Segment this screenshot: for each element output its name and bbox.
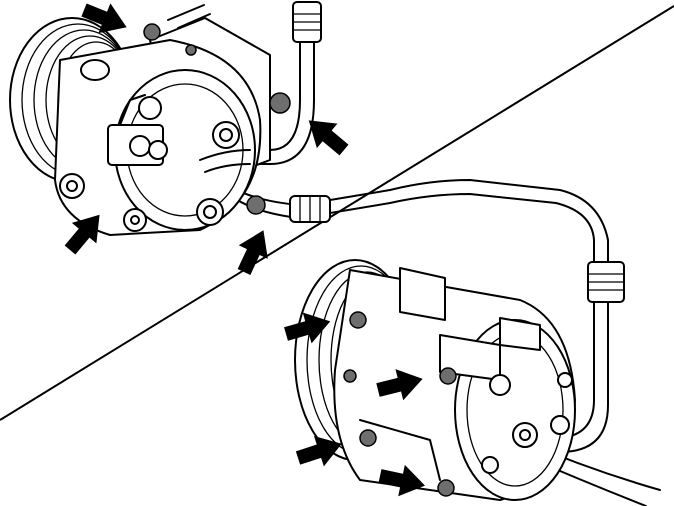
upper-compressor-view <box>9 0 609 279</box>
upper-hose-crimp-fitting <box>289 195 331 223</box>
upper-bolt-top-left <box>143 23 161 41</box>
upper-callout-arrow-bracket-bolt <box>298 108 355 163</box>
lower-bolt-side <box>343 369 357 383</box>
upper-bolt-small <box>185 44 197 56</box>
upper-electrical-connector <box>107 94 168 166</box>
lower-compressor-body <box>333 267 576 501</box>
lower-line-fitting <box>587 261 625 303</box>
lower-bolt-bottom <box>437 479 455 497</box>
upper-bolt-bracket <box>269 92 291 114</box>
lower-compressor-view <box>281 259 661 506</box>
lower-bolt-center <box>439 367 457 385</box>
panel-divider-line <box>0 5 674 421</box>
lower-bolt-upper-left <box>349 311 367 329</box>
upper-rear-head-fittings <box>138 96 251 226</box>
upper-bolt-lower-mount <box>246 195 266 215</box>
lower-rear-head-ports <box>481 372 573 474</box>
upper-line-fitting <box>292 1 322 43</box>
upper-callout-arrow-lower-bolt <box>229 223 278 279</box>
lower-bolt-lower-left <box>359 429 377 447</box>
